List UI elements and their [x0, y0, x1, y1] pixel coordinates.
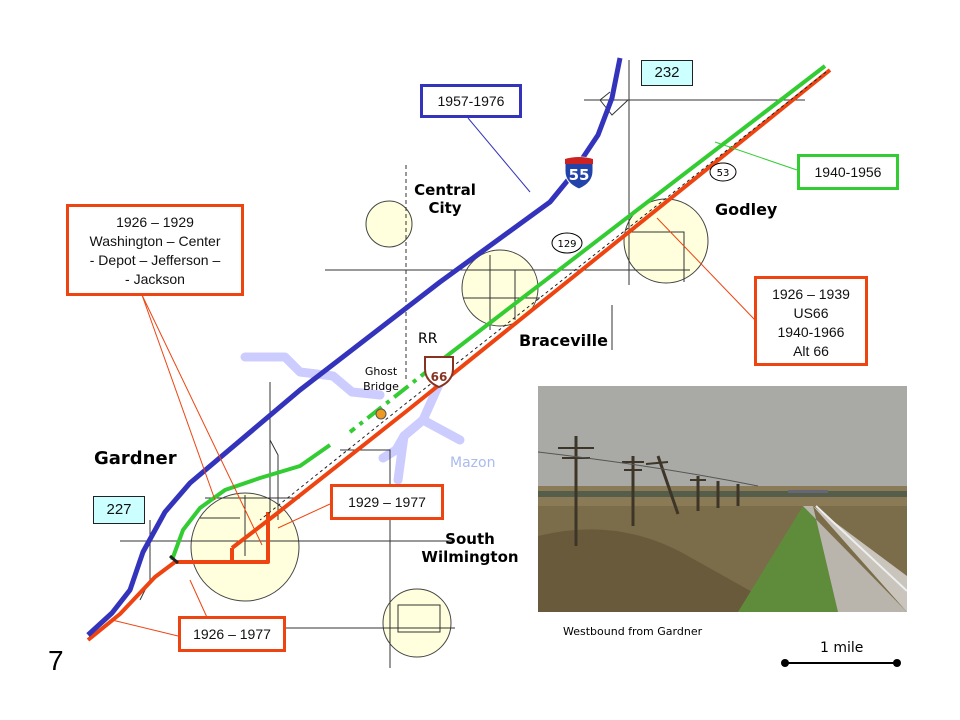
town-braceville: Braceville: [519, 331, 608, 350]
south-wilmington-line-1: South: [445, 530, 495, 548]
westbound-photo-drawing: [538, 386, 907, 612]
red-upper-line-1: 1926 – 1939: [772, 286, 850, 302]
central-city-line-1: Central: [414, 181, 476, 199]
ghost-bridge-marker: [375, 408, 387, 420]
red-upper-line-4: Alt 66: [793, 343, 829, 359]
south-wilmington-line-2: Wilmington: [421, 548, 519, 566]
ghost-bridge-line-1: Ghost: [364, 365, 398, 378]
exit-232-label: 232: [654, 64, 680, 81]
i55-years-label: 1957-1976: [437, 93, 505, 109]
red-gardner-line-4: - Jackson: [125, 271, 185, 287]
il-53-marker: 53: [709, 162, 737, 182]
il-53-number: 53: [717, 168, 730, 179]
green-route: [170, 64, 827, 561]
town-gardner: Gardner: [94, 448, 177, 469]
ghost-bridge-label: Ghost Bridge: [356, 364, 406, 394]
i55-route: [86, 57, 623, 637]
red-gardner-line-2: Washington – Center: [89, 233, 221, 249]
photo-caption: Westbound from Gardner: [563, 625, 703, 638]
i55-years-box: 1957-1976: [420, 84, 522, 118]
interstate-55-shield: 55: [564, 156, 594, 190]
exit-227-box: 227: [93, 496, 145, 524]
red-gardner-line-3: - Depot – Jefferson –: [89, 252, 221, 268]
historic-66-number: 66: [431, 370, 448, 384]
slide-number: 7: [48, 645, 64, 676]
interstate-55-number: 55: [569, 166, 590, 184]
red-bottom-box: 1926 – 1977: [178, 616, 286, 652]
red-upper-box: 1926 – 1939 US66 1940-1966 Alt 66: [754, 276, 868, 366]
mazon-label: Mazon: [450, 455, 496, 471]
scale-bar: [781, 659, 901, 667]
red-upper-line-3: 1940-1966: [777, 324, 845, 340]
red-gardner-line-1: 1926 – 1929: [116, 214, 194, 230]
red-mid-box: 1929 – 1977: [330, 484, 444, 520]
red-mid-label: 1929 – 1977: [348, 494, 426, 510]
green-years-label: 1940-1956: [814, 164, 882, 180]
railroad-line: [259, 71, 827, 521]
westbound-photo: [538, 386, 907, 612]
town-godley: Godley: [715, 200, 778, 219]
red-upper-line-2: US66: [793, 305, 829, 321]
exit-232-box: 232: [641, 60, 693, 86]
red-gardner-box: 1926 – 1929 Washington – Center - Depot …: [66, 204, 244, 296]
central-city-circle: [365, 200, 413, 248]
mazon-river: [240, 352, 465, 485]
rr-label: RR: [418, 331, 438, 347]
town-central-city: Central City: [404, 181, 486, 217]
town-south-wilmington: South Wilmington: [418, 530, 522, 566]
callout-lines: [111, 117, 798, 637]
central-city-line-2: City: [428, 199, 462, 217]
south-wilmington-circle: [382, 588, 452, 658]
ghost-bridge-line-2: Bridge: [363, 380, 399, 393]
historic-66-shield: 66: [424, 356, 454, 389]
scale-label: 1 mile: [820, 640, 864, 656]
gardner-connector: [169, 554, 179, 565]
il-129-marker: 129: [551, 232, 583, 254]
red-bottom-label: 1926 – 1977: [193, 626, 271, 642]
exit-227-label: 227: [106, 501, 132, 518]
green-years-box: 1940-1956: [797, 154, 899, 190]
il-129-number: 129: [557, 239, 576, 250]
local-roads: [120, 60, 805, 668]
